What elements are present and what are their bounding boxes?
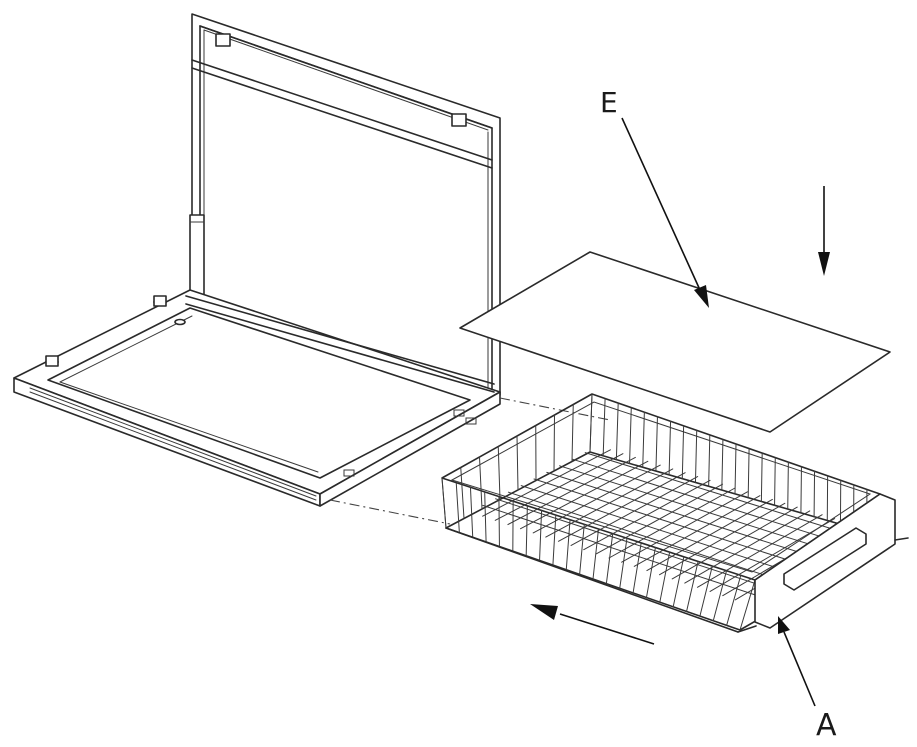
side-wire <box>775 458 776 506</box>
side-wire <box>499 497 500 547</box>
side-wire <box>682 426 683 479</box>
wire-basket <box>442 394 908 632</box>
side-wire <box>480 457 483 509</box>
sheet-panel <box>460 252 890 432</box>
side-wire <box>735 444 736 494</box>
side-wire <box>554 415 555 471</box>
side-wire <box>709 435 710 486</box>
side-wire <box>643 412 645 467</box>
side-wire <box>656 417 658 471</box>
side-wire <box>761 453 762 502</box>
arrow-down <box>818 186 830 276</box>
leader-line-a <box>778 616 815 706</box>
side-wire <box>461 468 464 519</box>
side-wire <box>590 394 592 452</box>
side-wire <box>748 449 749 498</box>
side-wire <box>572 405 573 462</box>
alignment-line-lower <box>330 500 450 524</box>
side-wire <box>630 408 632 464</box>
base-tray <box>14 290 500 506</box>
side-wire <box>616 403 618 460</box>
alignment-line-upper <box>500 398 610 420</box>
side-wire <box>442 478 446 528</box>
side-wire <box>788 462 789 509</box>
label-e: E <box>600 86 618 119</box>
side-wire <box>669 421 670 475</box>
arrow-left <box>530 604 654 644</box>
side-wire <box>801 467 802 513</box>
frame-assembly <box>14 14 610 524</box>
side-wire <box>695 430 696 482</box>
label-a: A <box>816 708 837 743</box>
side-wire <box>722 439 723 490</box>
side-wire <box>603 399 605 456</box>
